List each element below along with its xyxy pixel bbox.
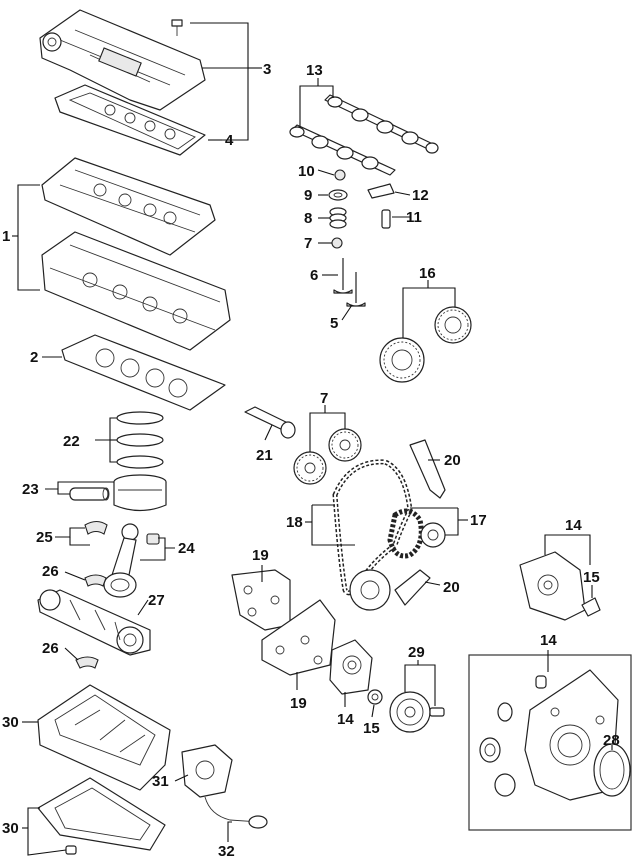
- lower-oil-pan[interactable]: [37, 777, 166, 851]
- valve-cover-gasket[interactable]: [54, 84, 206, 156]
- callout-13: 13: [306, 62, 323, 79]
- callout-3: 3: [263, 61, 271, 78]
- pulley-bolt[interactable]: [429, 707, 445, 717]
- callout-21: 21: [256, 447, 273, 464]
- main-bearing-upper[interactable]: [84, 574, 107, 587]
- piston-rings[interactable]: [116, 411, 164, 469]
- callout-26-lower: 26: [42, 640, 59, 657]
- valve-spring[interactable]: [329, 207, 347, 229]
- water-pump-seal[interactable]: [581, 597, 601, 617]
- valve-cover[interactable]: [39, 9, 206, 111]
- balance-shaft-chain[interactable]: [387, 508, 424, 559]
- timing-cover-inset-frame: [468, 654, 632, 831]
- callout-4: 4: [225, 132, 234, 149]
- callout-19-lower: 19: [290, 695, 307, 712]
- callout-8: 8: [304, 210, 312, 227]
- callout-22: 22: [63, 433, 80, 450]
- hydraulic-lifter[interactable]: [381, 209, 391, 229]
- callout-14-oil-pump: 14: [337, 711, 354, 728]
- callout-20-upper: 20: [444, 452, 461, 469]
- exhaust-valve[interactable]: [346, 272, 366, 307]
- callout-5: 5: [330, 315, 338, 332]
- chain-guide-lower[interactable]: [394, 569, 431, 606]
- leader-lines: [12, 22, 613, 856]
- callout-27: 27: [148, 592, 165, 609]
- callout-7-valve: 7: [304, 235, 312, 252]
- valve-cover-bolt[interactable]: [171, 19, 183, 36]
- callout-14-timing-cover: 14: [540, 632, 557, 649]
- callout-14-water-pump: 14: [565, 517, 582, 534]
- oil-pump-seal[interactable]: [367, 689, 383, 705]
- head-gasket[interactable]: [61, 334, 226, 411]
- valve-spring-retainer[interactable]: [328, 189, 348, 201]
- intake-valve[interactable]: [333, 258, 353, 294]
- timing-cover-seal-ring[interactable]: [497, 702, 513, 722]
- callout-7-sprocket: 7: [320, 390, 328, 407]
- callout-12: 12: [412, 187, 429, 204]
- rod-bolt-bearing[interactable]: [146, 533, 160, 545]
- callout-11: 11: [406, 209, 422, 226]
- balance-shaft[interactable]: [244, 406, 296, 439]
- callout-19-upper: 19: [252, 547, 269, 564]
- valve-stem-seal[interactable]: [331, 237, 343, 249]
- crankshaft[interactable]: [37, 589, 151, 656]
- camshaft-carrier[interactable]: [41, 157, 216, 256]
- exhaust-camshaft[interactable]: [324, 94, 439, 154]
- callout-31: 31: [152, 773, 169, 790]
- callout-6: 6: [310, 267, 318, 284]
- valve-lash-adjuster-cap[interactable]: [334, 169, 346, 181]
- callout-1: 1: [2, 228, 10, 245]
- oil-pickup-tube[interactable]: [204, 796, 268, 829]
- connecting-rod[interactable]: [103, 523, 139, 598]
- callout-26-upper: 26: [42, 563, 59, 580]
- piston-pin[interactable]: [69, 487, 110, 501]
- callout-30-lower: 30: [2, 820, 19, 837]
- balance-shaft-sprocket-lower[interactable]: [293, 451, 327, 485]
- cylinder-head[interactable]: [41, 231, 231, 351]
- callout-15-water-pump: 15: [583, 569, 600, 586]
- piston[interactable]: [113, 474, 167, 512]
- callout-25: 25: [36, 529, 53, 546]
- cam-phaser-exhaust[interactable]: [434, 306, 472, 344]
- callout-32: 32: [218, 843, 235, 860]
- timing-cover-fitting[interactable]: [494, 773, 516, 797]
- callout-23: 23: [22, 481, 39, 498]
- engine-mount-bracket[interactable]: [231, 569, 291, 631]
- rocker-arm[interactable]: [367, 183, 395, 199]
- crankshaft-pulley[interactable]: [389, 691, 431, 733]
- oil-pump-assembly[interactable]: [181, 744, 233, 798]
- main-bearing-lower[interactable]: [75, 656, 99, 669]
- callout-24: 24: [178, 540, 195, 557]
- crankshaft-front-seal[interactable]: [593, 743, 631, 797]
- callout-29: 29: [408, 644, 425, 661]
- intake-camshaft[interactable]: [289, 124, 396, 176]
- callout-2: 2: [30, 349, 38, 366]
- timing-chain[interactable]: [332, 459, 413, 596]
- upper-oil-pan[interactable]: [37, 684, 171, 791]
- timing-cover-plug[interactable]: [479, 737, 501, 763]
- callout-15-oil-pump: 15: [363, 720, 380, 737]
- callout-16: 16: [419, 265, 436, 282]
- callout-20-lower: 20: [443, 579, 460, 596]
- chain-guide-upper[interactable]: [409, 439, 446, 499]
- balance-shaft-sprocket-upper[interactable]: [328, 428, 362, 462]
- callout-28: 28: [603, 732, 620, 749]
- callout-30-upper: 30: [2, 714, 19, 731]
- cam-phaser-intake[interactable]: [379, 337, 425, 383]
- callout-10: 10: [298, 163, 315, 180]
- crank-sprocket[interactable]: [349, 569, 391, 611]
- water-pump-housing[interactable]: [519, 551, 586, 621]
- callout-17: 17: [470, 512, 487, 529]
- timing-cover-dowel[interactable]: [535, 675, 547, 689]
- rod-bearing[interactable]: [84, 520, 108, 535]
- timing-cover-bracket[interactable]: [261, 599, 336, 676]
- callout-18: 18: [286, 514, 303, 531]
- guide-sprocket[interactable]: [420, 522, 446, 548]
- drain-plug[interactable]: [65, 845, 77, 855]
- callout-9: 9: [304, 187, 312, 204]
- oil-pump[interactable]: [329, 639, 373, 695]
